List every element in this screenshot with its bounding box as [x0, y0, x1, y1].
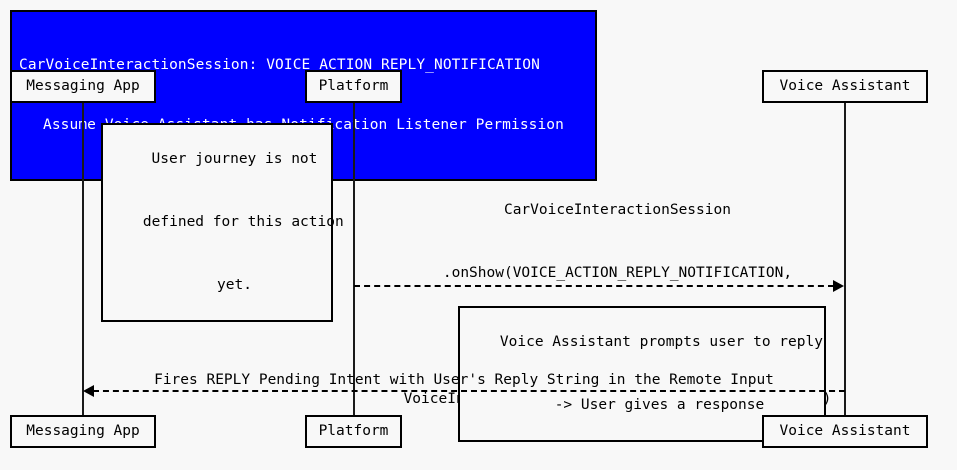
message-onshow-line-1: CarVoiceInteractionSession: [503, 202, 731, 218]
note-user-journey: User journey is not defined for this act…: [101, 123, 344, 322]
note-voice-prompt-line-2: -> User gives a response: [554, 397, 765, 413]
message-onshow-line: [354, 285, 834, 287]
participant-bottom-messaging-app[interactable]: Messaging App: [10, 415, 156, 448]
participant-top-messaging-app[interactable]: Messaging App: [10, 70, 156, 103]
participant-top-platform[interactable]: Platform: [305, 70, 402, 103]
participant-bottom-platform[interactable]: Platform: [305, 415, 402, 448]
note-user-journey-line-2: defined for this action: [142, 214, 344, 230]
message-reply-intent-line: [93, 390, 845, 392]
note-user-journey-line-3: yet.: [217, 277, 252, 293]
lifeline-messaging-app: [82, 103, 84, 415]
message-reply-intent-arrowhead: [83, 385, 94, 397]
message-reply-intent-label: Fires REPLY Pending Intent with User's R…: [154, 372, 774, 388]
message-onshow-line-2: .onShow(VOICE_ACTION_REPLY_NOTIFICATION,: [442, 265, 793, 281]
participant-top-voice-assistant[interactable]: Voice Assistant: [762, 70, 928, 103]
note-voice-prompt-line-1: Voice Assistant prompts user to reply: [499, 334, 823, 350]
message-onshow-arrowhead: [833, 280, 844, 292]
diagram-title-line-1: CarVoiceInteractionSession: VOICE_ACTION…: [19, 57, 540, 73]
note-user-journey-line-1: User journey is not: [151, 151, 318, 167]
lifeline-voice-assistant: [844, 103, 846, 415]
lifeline-platform: [353, 103, 355, 415]
participant-bottom-voice-assistant[interactable]: Voice Assistant: [762, 415, 928, 448]
